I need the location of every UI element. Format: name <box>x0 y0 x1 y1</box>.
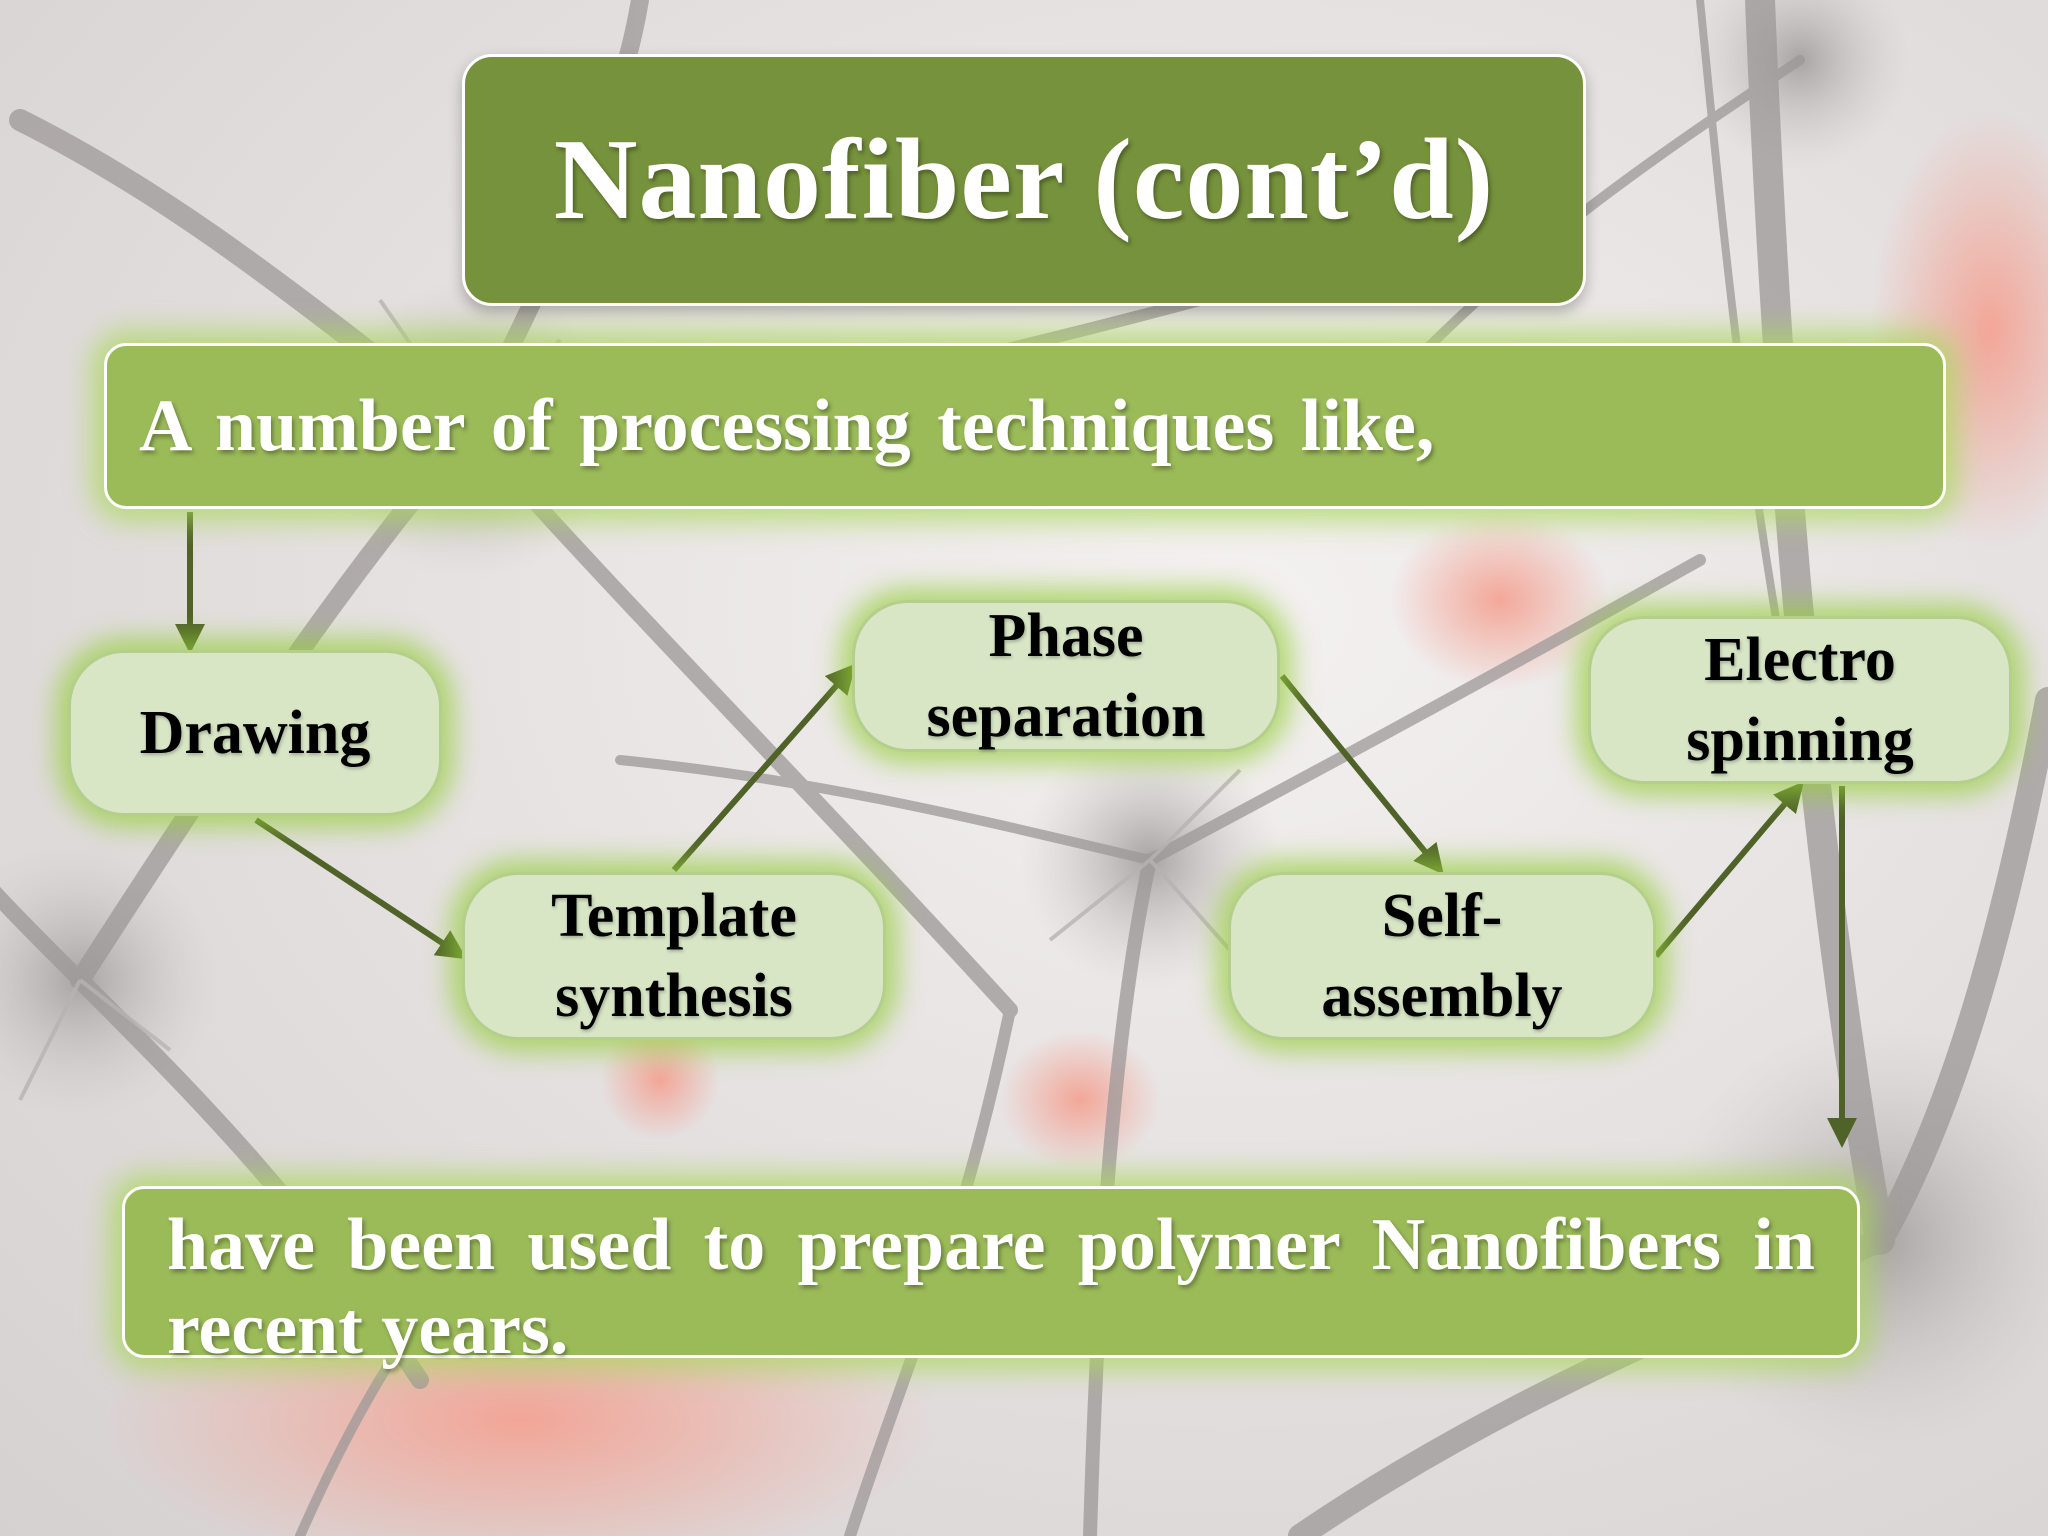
conclusion-text: have been used to prepare polymer Nanofi… <box>167 1204 1815 1370</box>
node-drawing-line1: Drawing <box>139 699 371 767</box>
node-template-synthesis-line2: synthesis <box>555 962 793 1030</box>
node-drawing: Drawing <box>68 650 442 816</box>
node-electro-spinning-line2: spinning <box>1686 706 1914 774</box>
intro-band: A number of processing techniques like, <box>104 343 1946 509</box>
node-phase-separation-line1: Phase <box>988 602 1144 670</box>
node-phase-separation: Phase separation <box>852 600 1280 752</box>
node-self-assembly-line1: Self- <box>1381 882 1503 950</box>
node-template-synthesis-line1: Template <box>551 882 797 950</box>
node-phase-separation-line2: separation <box>926 682 1206 750</box>
slide-title: Nanofiber (cont’d) <box>553 115 1495 244</box>
node-electro-spinning: Electro spinning <box>1588 616 2012 784</box>
title-box: Nanofiber (cont’d) <box>462 54 1586 306</box>
node-electro-spinning-line1: Electro <box>1704 626 1896 694</box>
node-self-assembly: Self- assembly <box>1228 872 1656 1040</box>
intro-text: A number of processing techniques like, <box>139 384 1435 467</box>
conclusion-band: have been used to prepare polymer Nanofi… <box>122 1186 1860 1370</box>
node-self-assembly-line2: assembly <box>1321 962 1563 1030</box>
node-template-synthesis: Template synthesis <box>462 872 886 1040</box>
